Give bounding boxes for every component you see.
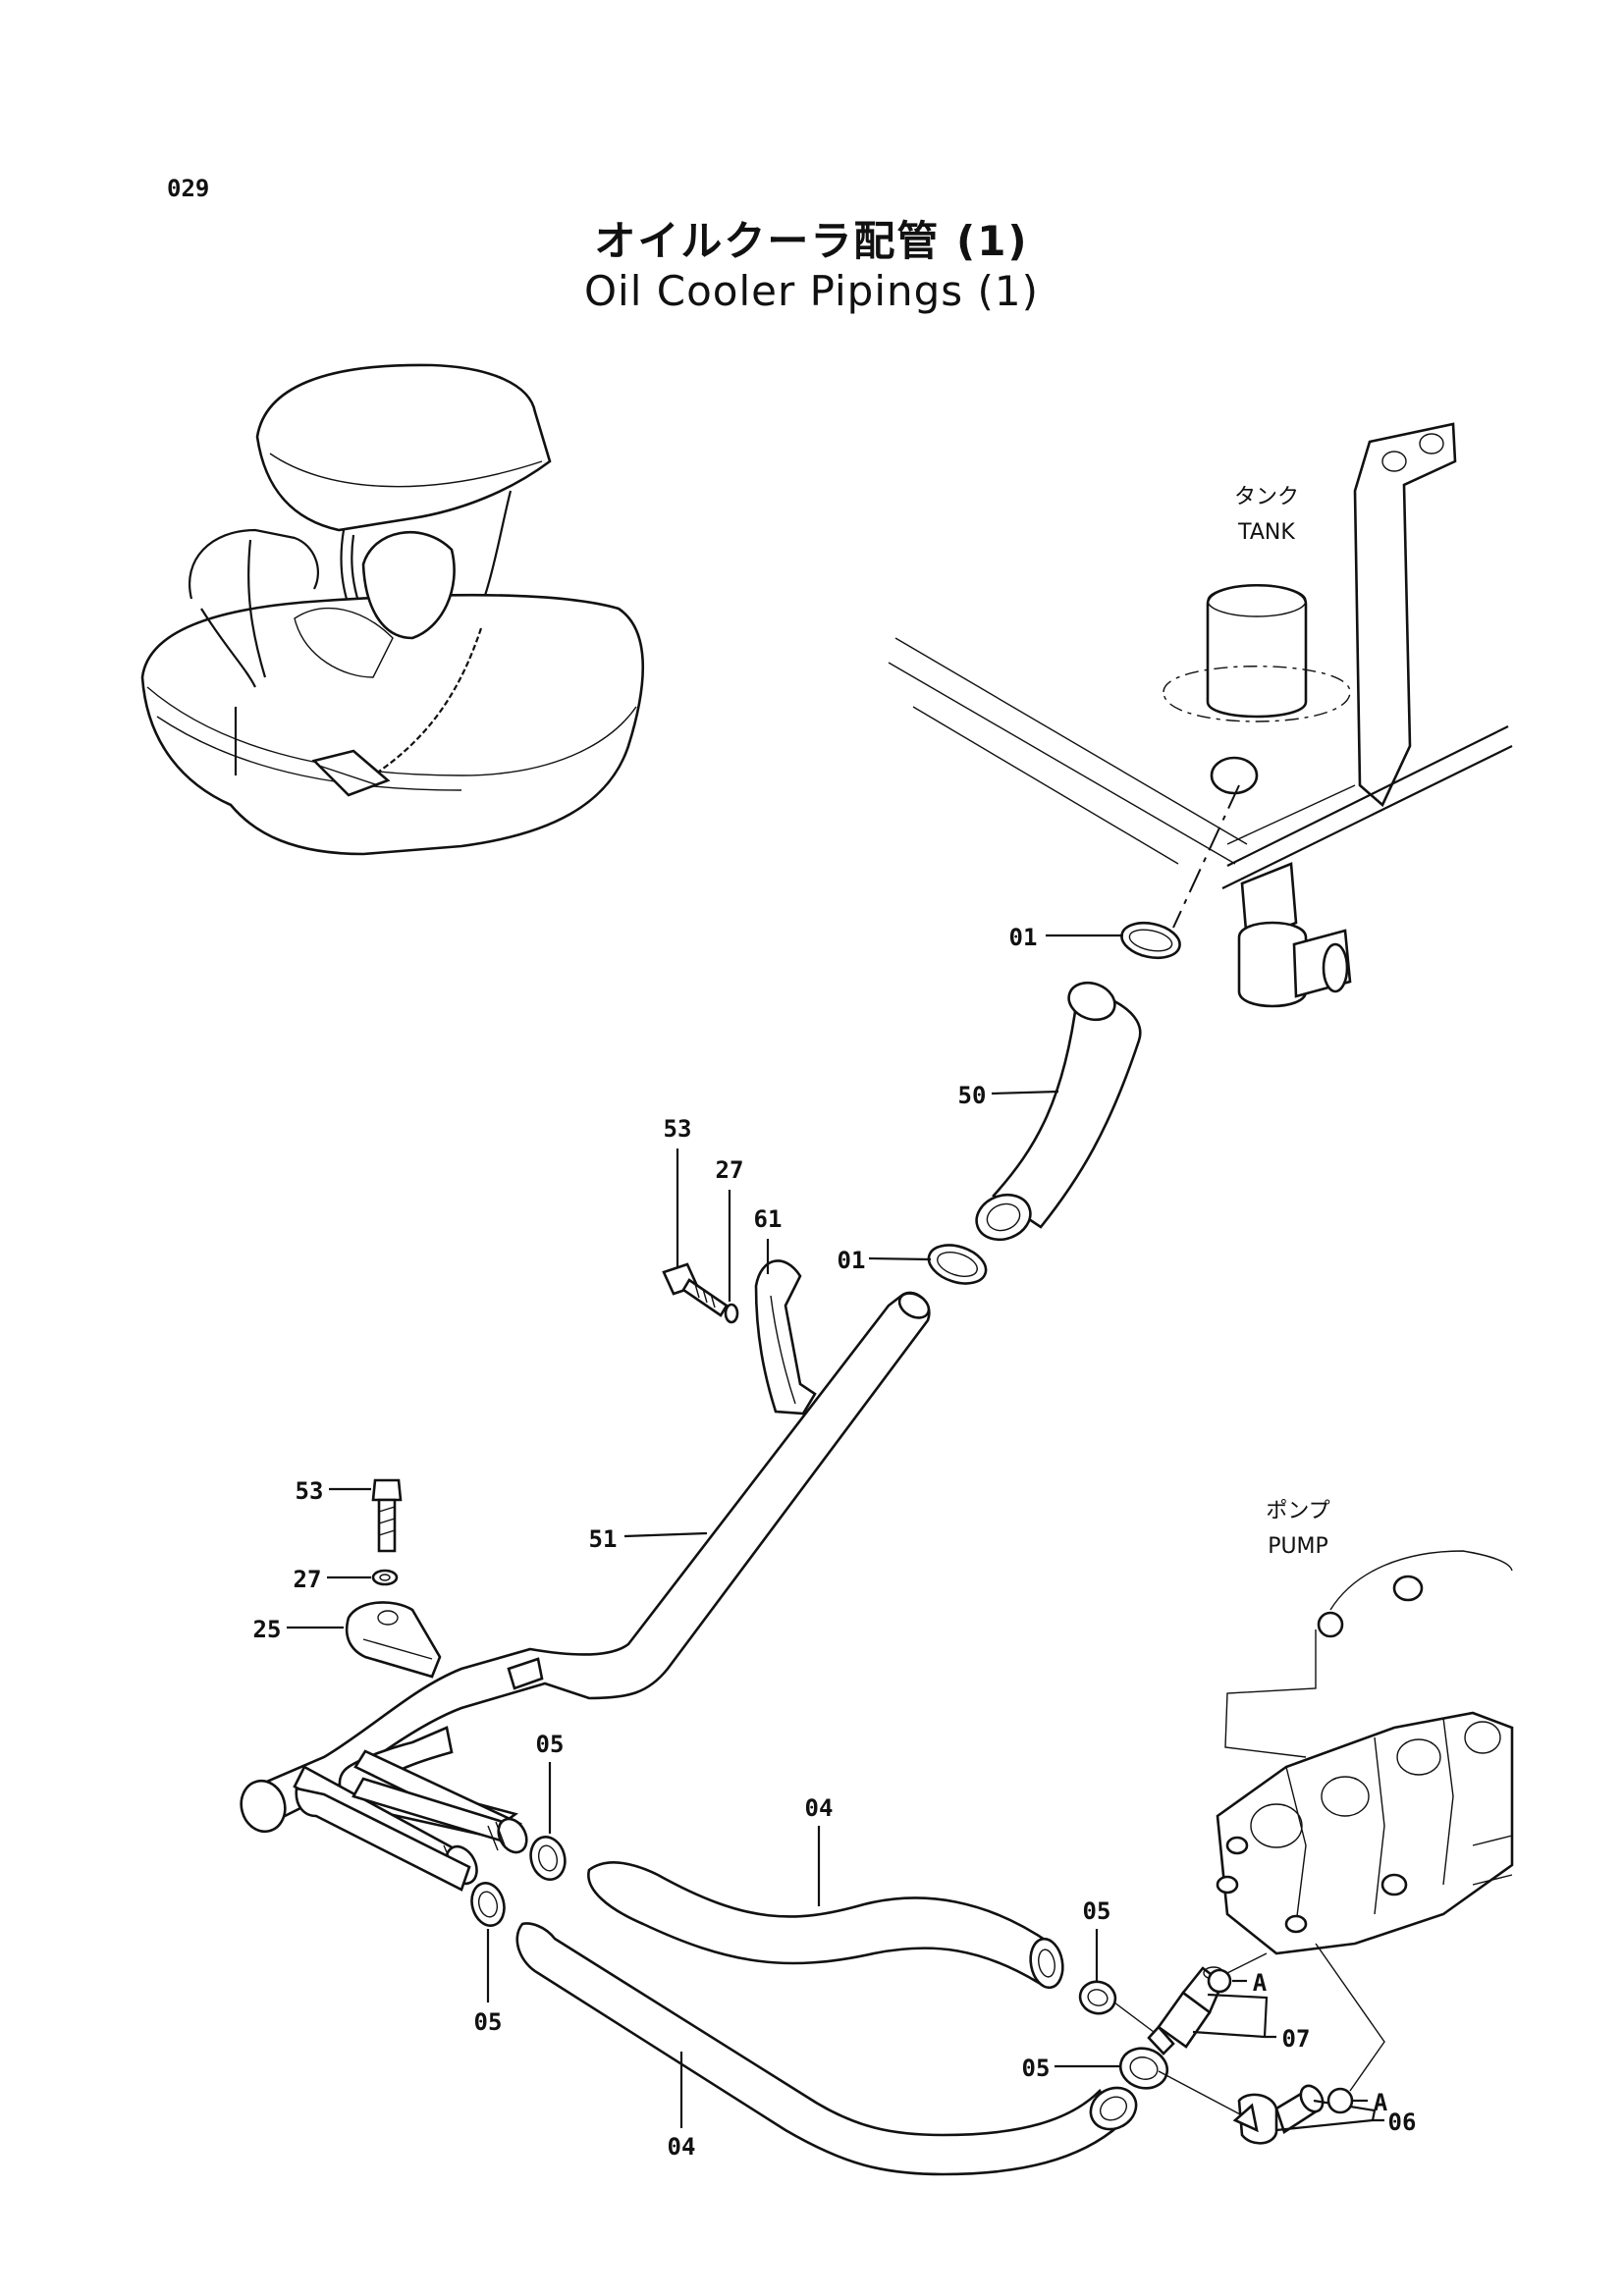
page-number: 029 [167, 175, 210, 202]
callout-53-lower: 53 [296, 1477, 324, 1505]
callout-04-lower: 04 [668, 2133, 696, 2161]
hose-clamp-05-right-lower: 05 [1022, 2047, 1169, 2090]
reference-a-upper: A [1253, 1969, 1268, 1997]
hose-04-lower: 04 [515, 1922, 1138, 2176]
bracket-25: 25 [253, 1601, 442, 1679]
bolt-53-lower: 53 [296, 1477, 403, 1553]
pump-label-english: PUMP [1268, 1534, 1328, 1559]
callout-51: 51 [589, 1525, 618, 1553]
hose-clamp-05-left-lower: 05 [470, 1882, 506, 2036]
reference-a-lower: A [1374, 2089, 1388, 2116]
callout-01-lower: 01 [838, 1247, 866, 1274]
hydraulic-tank-illustration: タンク TANK [888, 422, 1513, 1008]
callout-05-right-upper: 05 [1083, 1897, 1111, 1925]
callout-50: 50 [958, 1082, 987, 1109]
hose-clamp-05-middle: 05 [529, 1731, 567, 1882]
callout-61: 61 [754, 1205, 783, 1233]
page-title-english: Oil Cooler Pipings (1) [584, 267, 1039, 315]
fitting-06: 06 [1158, 2070, 1417, 2145]
callout-27-lower: 27 [294, 1566, 322, 1593]
callout-05-middle: 05 [536, 1731, 565, 1758]
pump-illustration: ポンプ PUMP A A [1207, 1499, 1514, 2116]
callout-06: 06 [1388, 2109, 1417, 2136]
callout-27-upper: 27 [716, 1156, 744, 1184]
hose-04-upper: 04 [587, 1794, 1064, 1990]
hose-clamp-01-upper: 01 [1009, 921, 1181, 960]
pipe-51: 51 [240, 1291, 931, 1892]
page-title-japanese: オイルクーラ配管 (1) [594, 217, 1029, 265]
hose-clamp-01-lower: 01 [838, 1244, 988, 1285]
callout-05-right-lower: 05 [1022, 2055, 1051, 2082]
callout-25: 25 [253, 1616, 282, 1643]
tank-label-english: TANK [1237, 520, 1295, 545]
machine-overview-illustration [140, 363, 645, 856]
hose-clamp-05-right-upper: 05 [1078, 1897, 1117, 2015]
bolt-53-upper: 53 [662, 1115, 729, 1317]
callout-07: 07 [1282, 2025, 1311, 2053]
callout-01-upper: 01 [1009, 924, 1038, 951]
callout-04-upper: 04 [805, 1794, 834, 1822]
washer-27-lower: 27 [294, 1566, 399, 1593]
washer-27-upper: 27 [716, 1156, 744, 1324]
tank-label-japanese: タンク [1234, 485, 1299, 509]
pump-label-japanese: ポンプ [1266, 1499, 1329, 1523]
callout-05-left-lower: 05 [474, 2008, 503, 2036]
bracket-61: 61 [754, 1205, 817, 1415]
hose-50: 50 [958, 981, 1142, 1242]
callout-53-upper: 53 [664, 1115, 692, 1143]
